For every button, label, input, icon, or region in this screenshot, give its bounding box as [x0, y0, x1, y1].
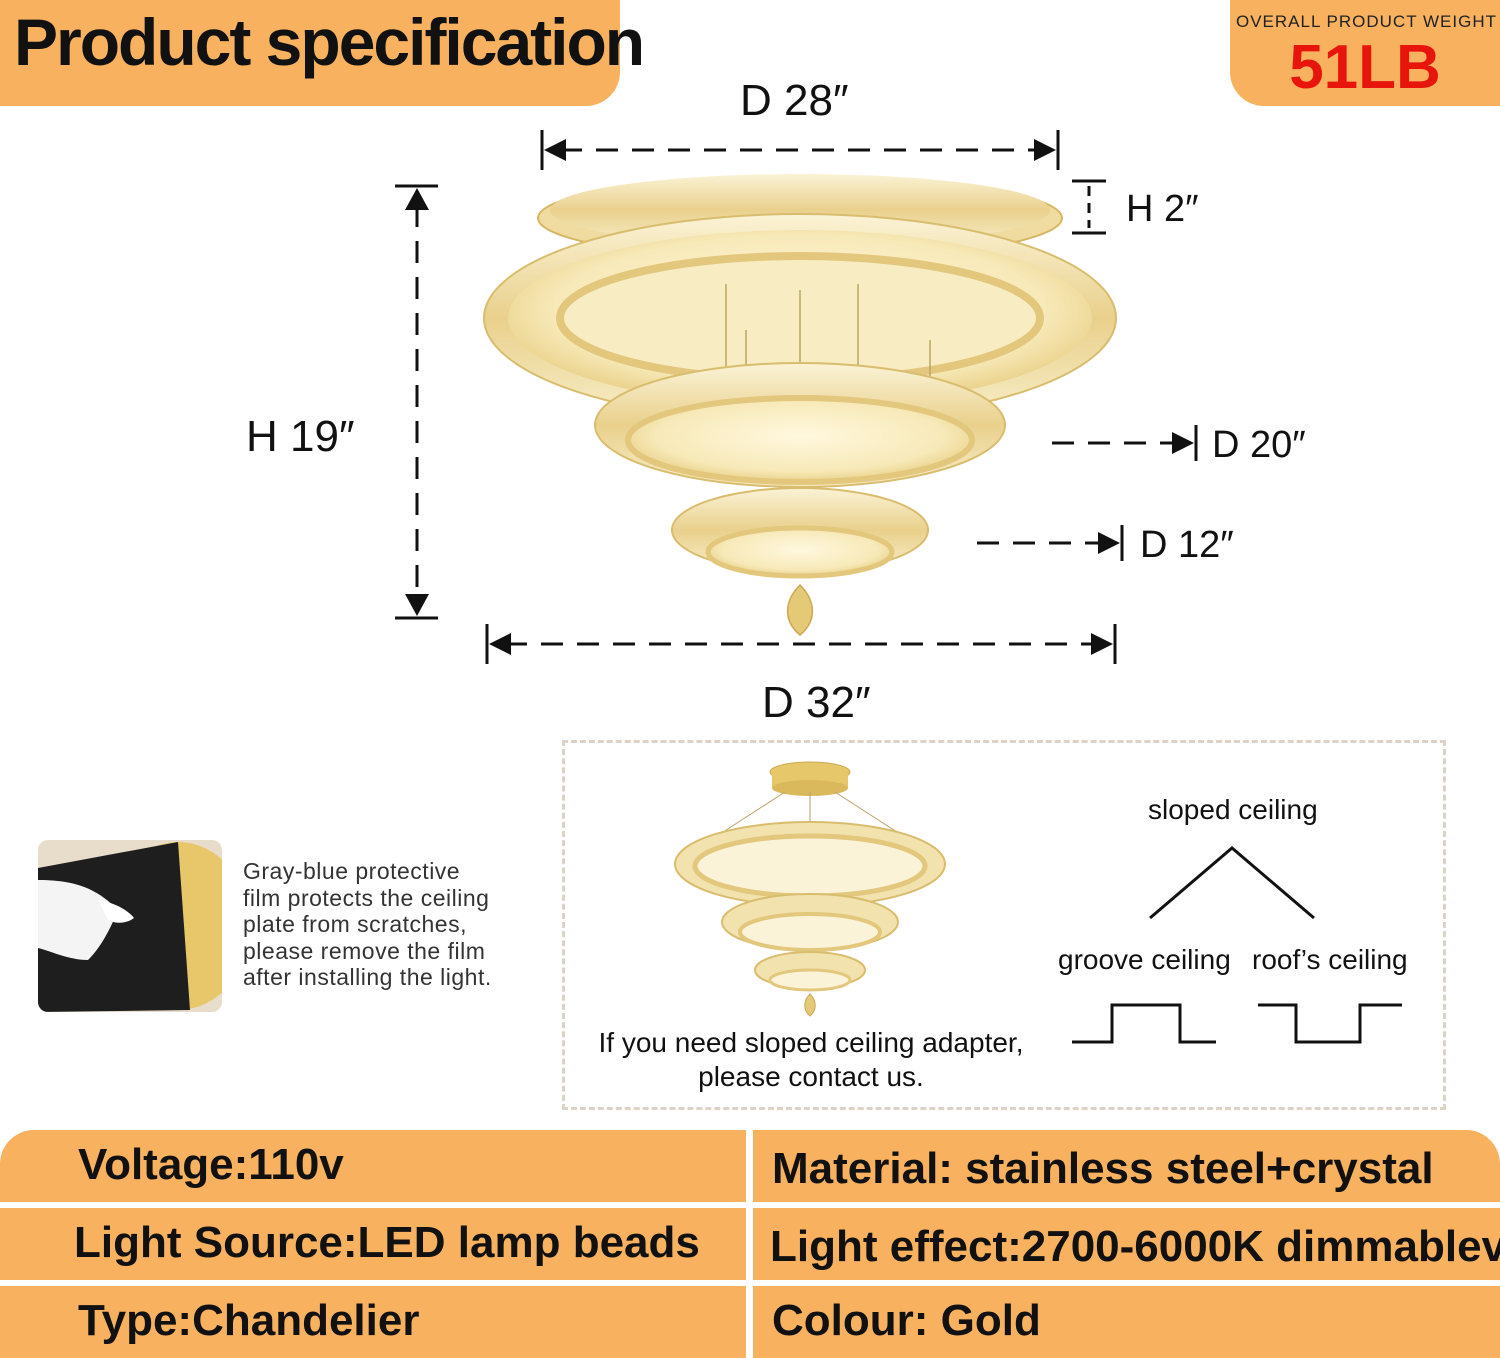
weight-badge	[1230, 0, 1500, 106]
title-banner	[0, 0, 620, 106]
spec-material: Material: stainless steel+crystal	[772, 1144, 1434, 1193]
adapter-note-line: If you need sloped ceiling adapter,	[598, 1027, 1024, 1058]
spec-voltage: Voltage:110v	[78, 1140, 344, 1189]
protective-film-image	[38, 840, 222, 1012]
ceiling-profiles	[1072, 846, 1402, 1044]
chandelier-illustration	[483, 174, 1117, 636]
spec-cell-colour	[753, 1286, 1500, 1358]
weight-value: 51LB	[1289, 33, 1441, 102]
spec-type: Type:Chandelier	[78, 1296, 420, 1345]
film-note-line: Gray-blue protective	[243, 858, 461, 884]
canopy-height-label: H 2″	[1126, 188, 1199, 230]
pendant-illustration	[674, 761, 946, 1017]
film-note-line: film protects the ceiling	[243, 884, 490, 911]
sloped-ceiling-shape	[1149, 846, 1315, 920]
groove-ceiling-label: groove ceiling	[1058, 944, 1231, 975]
spec-colour: Colour: Gold	[772, 1296, 1041, 1345]
weight-label: OVERALL PRODUCT WEIGHT	[1236, 12, 1497, 31]
middle-diameter-label: D 20″	[1212, 424, 1306, 466]
dimension-diagram	[395, 130, 1198, 664]
spec-cell-voltage	[0, 1130, 746, 1202]
sloped-ceiling-label: sloped ceiling	[1148, 794, 1318, 825]
spec-cell-light-source	[0, 1208, 746, 1280]
bottom-diameter-label: D 32″	[762, 678, 871, 727]
adapter-note: If you need sloped ceiling adapter, plea…	[596, 1026, 1026, 1094]
roof-ceiling-shape	[1258, 1003, 1402, 1044]
adapter-panel	[562, 740, 1446, 1110]
film-note-line: plate from scratches,	[243, 911, 467, 937]
top-diameter-label: D 28″	[740, 76, 849, 125]
total-height-label: H 19″	[246, 412, 355, 461]
protective-film-note: Gray-blue protective film protects the c…	[243, 858, 543, 991]
small-diameter-label: D 12″	[1140, 524, 1234, 566]
spec-light-effect: Light effect:2700-6000K dimmablev	[770, 1222, 1500, 1271]
adapter-note-line: please contact us.	[698, 1061, 924, 1092]
roof-ceiling-label: roof’s ceiling	[1252, 944, 1408, 975]
groove-ceiling-shape	[1072, 1003, 1216, 1044]
spec-cell-light-effect	[753, 1208, 1500, 1280]
spec-cell-material	[753, 1130, 1500, 1202]
film-note-line: please remove the film	[243, 937, 486, 964]
film-note-line: after installing the light.	[243, 964, 492, 990]
spec-light-source: Light Source:LED lamp beads	[74, 1218, 700, 1267]
spec-cell-type	[0, 1286, 746, 1358]
page-title: Product specification	[14, 5, 645, 79]
